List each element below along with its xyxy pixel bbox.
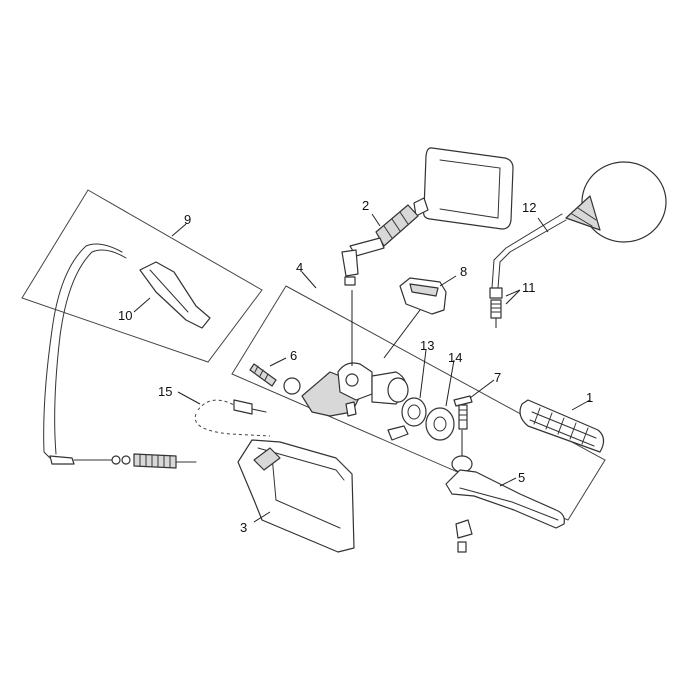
- callout-15: 15: [158, 384, 172, 399]
- seal-ring: [401, 397, 427, 427]
- callout-9: 9: [184, 212, 191, 227]
- callout-13: 13: [420, 338, 434, 353]
- lever-bracket: [301, 362, 409, 417]
- callout-10: 10: [118, 308, 132, 323]
- group-frame-4: [231, 285, 606, 521]
- left-mirror: [341, 147, 514, 286]
- handle-grip: [519, 399, 605, 453]
- callout-7: 7: [494, 370, 501, 385]
- brake-lever: [445, 455, 565, 553]
- switch-wire: [194, 399, 271, 437]
- callout-labels: 1 2 3 4 5 6 7 8 9 10 11 12 13 14 15: [118, 198, 593, 535]
- hand-guard: [237, 439, 355, 553]
- callout-12: 12: [522, 200, 536, 215]
- callout-14: 14: [448, 350, 462, 365]
- right-mirror: [489, 161, 667, 319]
- hose-clip: [387, 425, 409, 441]
- callout-1: 1: [586, 390, 593, 405]
- callout-11: 11: [522, 280, 536, 295]
- callout-3: 3: [240, 520, 247, 535]
- group-frame-9: [21, 189, 263, 363]
- washer: [425, 407, 455, 441]
- clamp-cover: [399, 277, 447, 315]
- callout-2: 2: [362, 198, 369, 213]
- choke-lever: [139, 261, 211, 329]
- callout-5: 5: [518, 470, 525, 485]
- callout-8: 8: [460, 264, 467, 279]
- choke-cable: [43, 243, 197, 469]
- leader-lines: [133, 213, 591, 523]
- pivot-screw: [453, 395, 473, 430]
- callout-4: 4: [296, 260, 303, 275]
- adjuster-screw: [249, 363, 301, 395]
- callout-6: 6: [290, 348, 297, 363]
